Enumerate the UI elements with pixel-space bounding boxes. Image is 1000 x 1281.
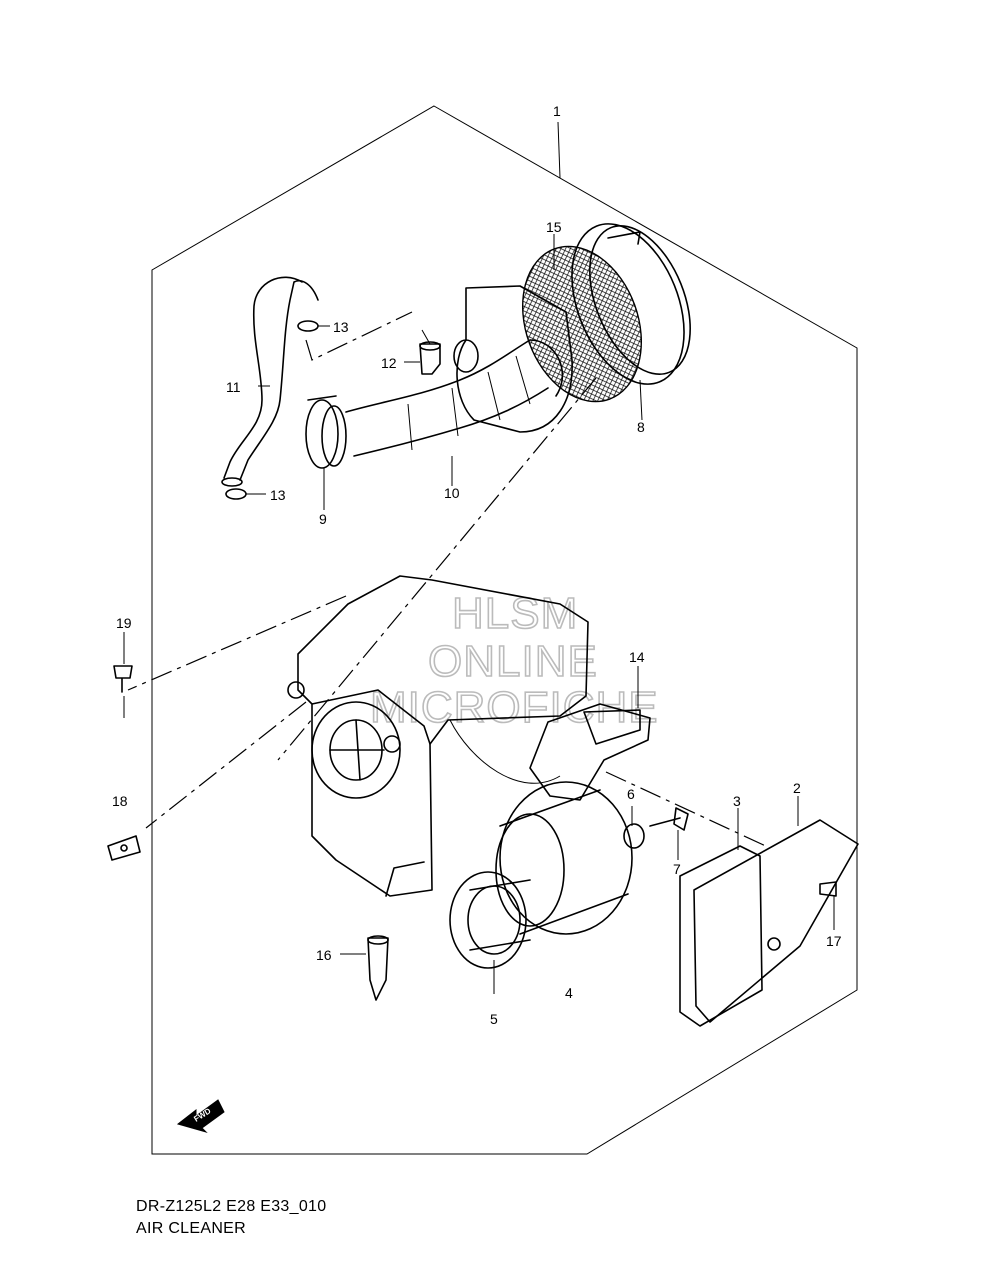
- callout-7: 7: [673, 861, 681, 877]
- callout-13-upper: 13: [333, 319, 349, 335]
- wing-bolt: [649, 807, 689, 831]
- leader-lines: [123, 121, 835, 994]
- callout-17: 17: [826, 933, 842, 949]
- callout-3: 3: [733, 793, 741, 809]
- callout-11: 11: [226, 379, 241, 395]
- bolt-19: [113, 665, 133, 693]
- outlet-clamp: [305, 395, 347, 469]
- diagram-title: AIR CLEANER: [136, 1220, 246, 1237]
- callout-19: 19: [116, 615, 132, 631]
- callout-8: 8: [637, 419, 645, 435]
- callout-1: 1: [553, 103, 561, 119]
- callout-4: 4: [565, 985, 573, 1001]
- watermark-line2: ONLINE: [428, 637, 598, 686]
- cover-screw: [819, 881, 837, 897]
- assembly-outline: [151, 105, 858, 1155]
- filter-element: [495, 781, 633, 935]
- air-cleaner-cover: [693, 819, 859, 1023]
- hose-clamp-upper: [297, 320, 319, 332]
- intake-duct: [529, 703, 651, 801]
- hose-clamp-lower: [225, 488, 247, 500]
- watermark: HLSM ONLINE MICROFICHE: [369, 588, 658, 733]
- filter-cap: [571, 223, 691, 385]
- callout-15: 15: [546, 219, 562, 235]
- diagram-model-code: DR-Z125L2 E28 E33_010: [136, 1198, 327, 1215]
- callout-5: 5: [490, 1011, 498, 1027]
- callout-6: 6: [627, 786, 635, 802]
- washer: [623, 823, 645, 849]
- cover-gasket: [679, 845, 763, 1027]
- forward-arrow-icon: FWD: [176, 1099, 225, 1134]
- watermark-line1: HLSM: [452, 589, 578, 638]
- callout-16: 16: [316, 947, 332, 963]
- drain-plug: [367, 935, 389, 1001]
- breather-hose: [221, 276, 319, 487]
- breather-fitting: [419, 341, 441, 375]
- callout-12: 12: [381, 355, 397, 371]
- callout-18: 18: [112, 793, 128, 809]
- assembly-guides: [127, 377, 771, 849]
- callout-14: 14: [629, 649, 645, 665]
- callout-2: 2: [793, 780, 801, 796]
- clip-18: [107, 835, 141, 861]
- callout-9: 9: [319, 511, 327, 527]
- element-holder: [449, 871, 531, 969]
- air-cleaner-case: [287, 575, 589, 897]
- callout-13-lower: 13: [270, 487, 286, 503]
- callout-10: 10: [444, 485, 460, 501]
